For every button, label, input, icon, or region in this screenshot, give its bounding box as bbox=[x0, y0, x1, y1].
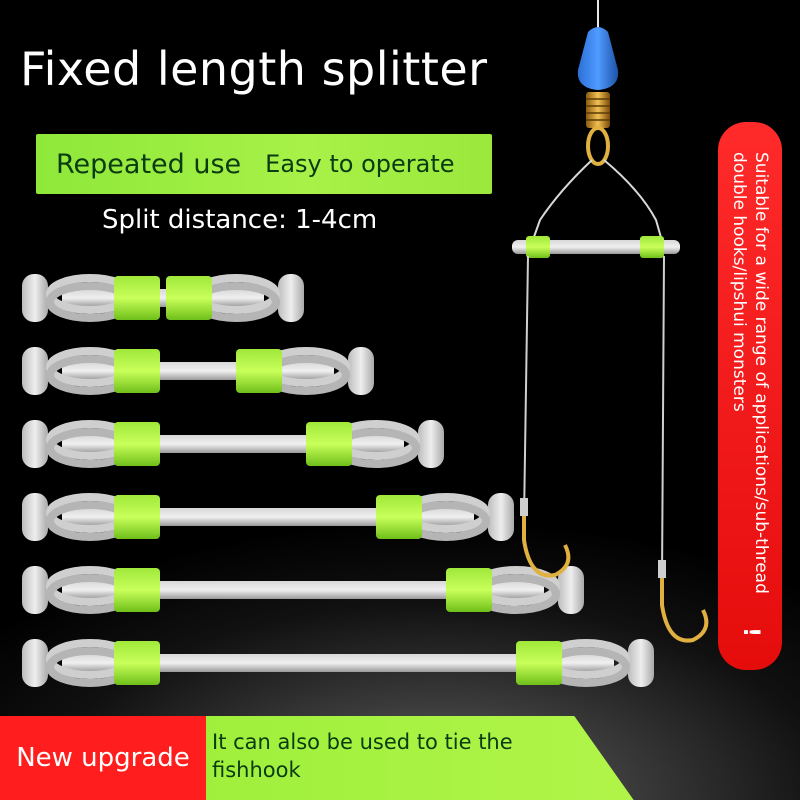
splitter-cap-left bbox=[22, 347, 48, 395]
splitter-bar bbox=[62, 362, 334, 380]
new-upgrade-badge: New upgrade bbox=[0, 716, 206, 800]
splitter-row-5 bbox=[22, 566, 584, 614]
splitter-bar bbox=[62, 508, 474, 526]
splitter-sleeve-left bbox=[114, 349, 160, 393]
upgrade-note-text: It can also be used to tie the fishhook bbox=[212, 730, 513, 782]
splitter-row-3 bbox=[22, 420, 444, 468]
splitter-cap-left bbox=[22, 420, 48, 468]
splitter-sleeve-left bbox=[114, 641, 160, 685]
feature-repeated-use: Repeated use bbox=[56, 148, 242, 180]
feature-easy-operate: Easy to operate bbox=[265, 150, 455, 178]
splitter-cap-right bbox=[278, 274, 304, 322]
applications-banner: Suitable for a wide range of application… bbox=[718, 122, 782, 670]
hook-right bbox=[660, 565, 709, 643]
feature-banner: Repeated use Easy to operate bbox=[36, 134, 492, 194]
swivel-ring bbox=[586, 126, 610, 166]
splitter-row-6 bbox=[22, 639, 654, 687]
splitter-sleeve-right bbox=[516, 641, 562, 685]
splitter-cap-left bbox=[22, 639, 48, 687]
splitter-sleeve-right bbox=[376, 495, 422, 539]
rig-splitter bbox=[512, 236, 680, 258]
splitter-sleeve-right bbox=[236, 349, 282, 393]
float-bead bbox=[577, 27, 619, 90]
page-title: Fixed length splitter bbox=[20, 42, 488, 96]
new-upgrade-label: New upgrade bbox=[16, 743, 190, 773]
splitter-cap-left bbox=[22, 566, 48, 614]
splitter-cap-right bbox=[628, 639, 654, 687]
splitter-sleeve-left bbox=[114, 422, 160, 466]
splitter-bar bbox=[62, 289, 264, 307]
splitter-sleeve-left bbox=[114, 568, 160, 612]
splitter-rows bbox=[22, 274, 654, 687]
splitter-sleeve-right bbox=[446, 568, 492, 612]
splitter-cap-right bbox=[348, 347, 374, 395]
splitter-cap-right bbox=[488, 493, 514, 541]
splitter-sleeve-left bbox=[114, 276, 160, 320]
splitter-sleeve-left bbox=[114, 495, 160, 539]
splitter-row-1 bbox=[22, 274, 304, 322]
applications-line-2: double hooks/lipshui monsters bbox=[729, 152, 749, 412]
exclamation-icon: ! bbox=[738, 627, 763, 638]
splitter-sleeve-right bbox=[306, 422, 352, 466]
splitter-row-2 bbox=[22, 347, 374, 395]
splitter-bar bbox=[62, 581, 544, 599]
splitter-sleeve-right bbox=[166, 276, 212, 320]
splitter-bar bbox=[62, 654, 614, 672]
applications-line-1: Suitable for a wide range of application… bbox=[751, 152, 771, 594]
splitter-cap-right bbox=[558, 566, 584, 614]
hook-left bbox=[522, 505, 571, 578]
brass-swivel bbox=[586, 92, 610, 128]
splitter-cap-left bbox=[22, 274, 48, 322]
splitter-cap-left bbox=[22, 493, 48, 541]
rig-diagram bbox=[512, 0, 709, 643]
upgrade-note-banner: It can also be used to tie the fishhook bbox=[206, 716, 634, 800]
applications-text: Suitable for a wide range of application… bbox=[728, 152, 772, 594]
splitter-row-4 bbox=[22, 493, 514, 541]
splitter-cap-right bbox=[418, 420, 444, 468]
split-distance-label: Split distance: 1-4cm bbox=[102, 205, 378, 235]
